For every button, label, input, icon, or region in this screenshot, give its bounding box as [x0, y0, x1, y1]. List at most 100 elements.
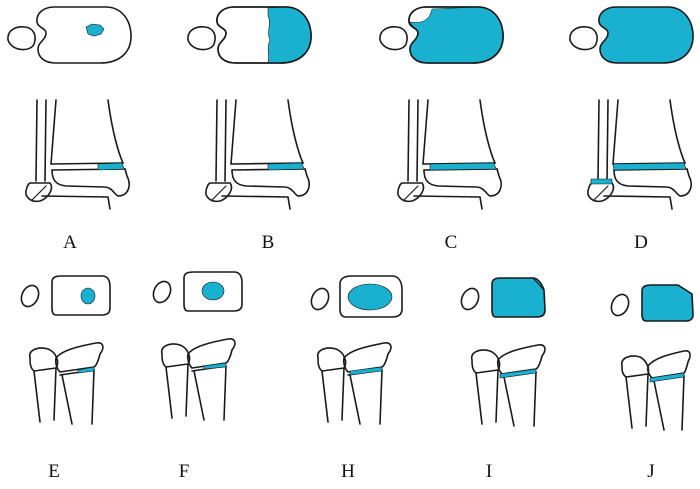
ulna-shaft [625, 376, 633, 429]
fibula-shaft [416, 99, 419, 182]
panel-label: B [262, 232, 275, 253]
radius-epiphysis [496, 344, 546, 375]
physeal-bar-highlight-axial [80, 287, 96, 305]
fibula-axial-outline [569, 26, 598, 51]
tibia-shaft-lateral [107, 99, 124, 164]
fibula-tip-line [31, 185, 47, 201]
physeal-bar-highlight-axial [201, 281, 225, 301]
radius-shaft [379, 369, 383, 425]
fibula-shaft [215, 99, 218, 182]
tibia-shaft-medial [230, 99, 237, 165]
panel-b: B [187, 6, 312, 253]
tibia-axial-outline [36, 6, 132, 64]
tibia-axial-outline-redraw [408, 6, 504, 64]
tibia-shaft-medial [422, 99, 429, 165]
physeal-bar-highlight-coronal-fibula [590, 178, 613, 185]
fibula-tip-line [403, 185, 419, 201]
radius-shaft [533, 371, 537, 427]
panel-label: J [647, 461, 654, 482]
ulna-distal [316, 347, 347, 372]
talus-line [413, 195, 483, 210]
ulna-axial-outline [152, 280, 172, 304]
panel-f: F [152, 271, 243, 482]
fibula-tip-line [211, 185, 227, 201]
talus-line [603, 195, 673, 210]
panel-j: J [610, 284, 694, 482]
tibia-shaft-lateral [287, 99, 304, 164]
panel-d: D [569, 6, 694, 253]
ulna-shaft [185, 363, 189, 417]
physeal-bar-highlight-axial [598, 6, 694, 64]
fibula-shaft [35, 99, 38, 182]
radius-axial-outline [491, 277, 546, 318]
tibia-epiphysis [613, 168, 692, 197]
physeal-bar-highlight-axial [85, 23, 105, 37]
panel-e: E [20, 275, 111, 482]
panel-label: E [48, 461, 60, 482]
ulna-axial-outline [460, 287, 480, 311]
fibula-shaft [606, 99, 609, 182]
tibia-epiphysis [231, 168, 310, 197]
ulna-axial-outline [20, 284, 40, 308]
ulna-shaft [495, 369, 499, 423]
physeal-bar-highlight-coronal [267, 162, 305, 171]
ulna-axial-outline [310, 287, 330, 311]
physeal-bar-highlight-coronal [77, 366, 95, 374]
radius-shaft [223, 365, 227, 421]
talus-line [41, 195, 111, 210]
radius-epiphysis [646, 350, 691, 379]
radius-shaft [653, 380, 665, 431]
ulna-shaft [33, 370, 41, 423]
tibia-shaft-lateral [669, 99, 686, 164]
panel-c: C [379, 6, 504, 253]
physeal-bar-highlight-coronal [97, 162, 125, 171]
physeal-bar-highlight-coronal [349, 366, 383, 376]
tibia-axial-outline-redraw [216, 6, 312, 64]
physeal-bar-highlight-coronal [429, 162, 497, 171]
tibia-shaft-lateral [479, 99, 496, 164]
panel-label: A [63, 232, 77, 253]
radius-epiphysis [186, 338, 236, 369]
ulna-shaft [475, 372, 483, 425]
fibula-tip-line [593, 185, 609, 201]
ulna-distal [470, 349, 501, 374]
ulna-axial-outline [610, 293, 630, 317]
radius-shaft [349, 374, 361, 425]
fibula-tip [587, 182, 615, 203]
physeal-bar-highlight-coronal [203, 362, 227, 370]
ulna-distal [160, 343, 191, 368]
physeal-bar-highlight-coronal [649, 372, 685, 383]
fibula-tip [397, 182, 425, 203]
radius-axial-corner [532, 277, 545, 291]
radius-shaft [193, 370, 205, 421]
radius-axial-outline [641, 284, 694, 322]
tibia-shaft-medial [50, 99, 57, 165]
panel-label: F [179, 461, 190, 482]
ulna-shaft [165, 366, 173, 419]
ulna-shaft [53, 367, 57, 421]
ulna-distal [620, 355, 650, 378]
radius-shaft [681, 375, 685, 431]
tibia-shaft-medial [612, 99, 619, 165]
panel-i: I [460, 277, 546, 482]
fibula-axial-outline [187, 26, 216, 51]
panel-a: A [7, 6, 132, 253]
fibula-tip [25, 182, 53, 203]
fibula-tip [205, 182, 233, 203]
radius-shaft [61, 374, 73, 425]
ulna-shaft [645, 373, 649, 427]
radius-shaft [503, 376, 515, 427]
fibula-shaft [597, 99, 600, 182]
fibula-axial-outline [379, 26, 408, 51]
panel-h: H [310, 275, 403, 482]
fibula-shaft [44, 99, 47, 182]
physeal-bar-highlight-coronal [499, 368, 537, 379]
fibula-shaft [224, 99, 227, 182]
fibula-shaft [407, 99, 410, 182]
panel-label: I [486, 461, 492, 482]
fibula-axial-outline [7, 26, 36, 51]
radius-epiphysis [342, 342, 392, 373]
panel-label: C [445, 232, 458, 253]
tibia-epiphysis [423, 168, 502, 197]
